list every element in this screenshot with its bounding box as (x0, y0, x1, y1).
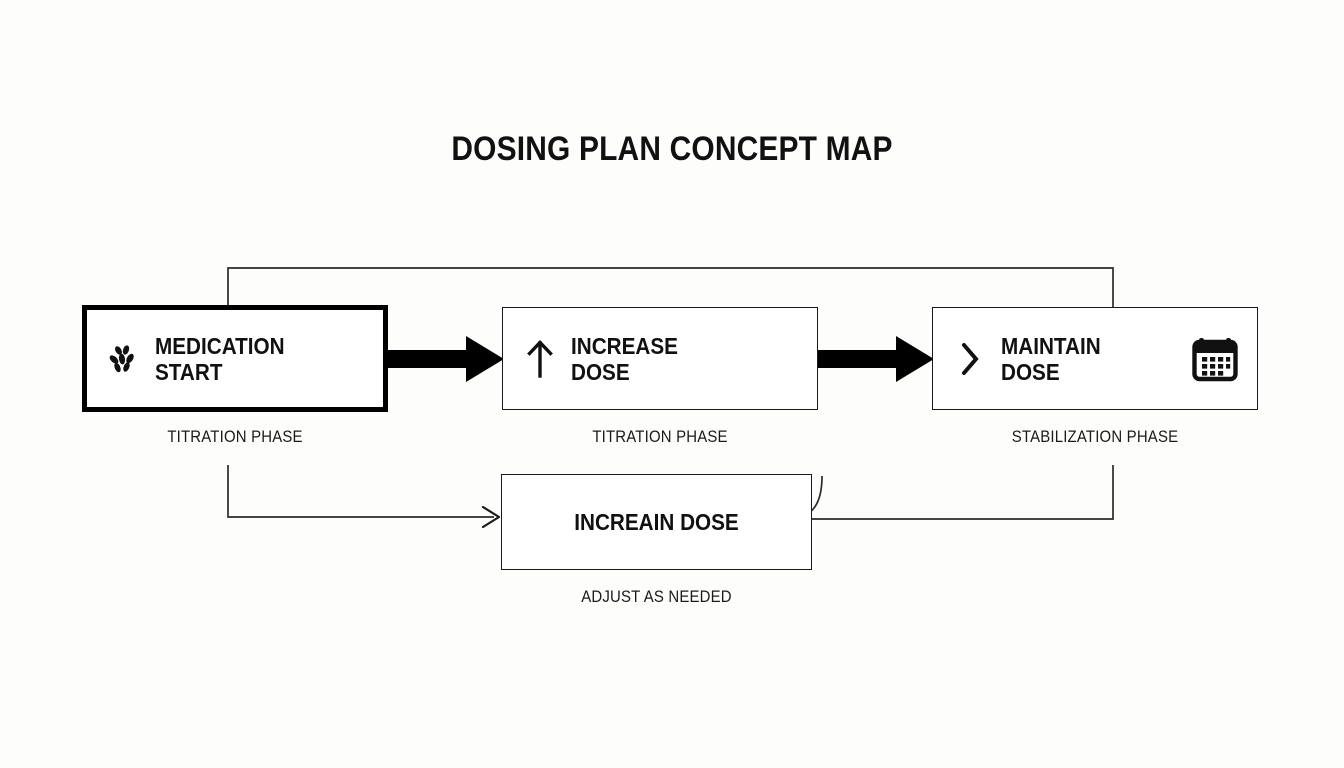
connector-increase-dose-to-maintain-dose (818, 336, 934, 382)
chevron-right-icon (949, 337, 991, 381)
node-maintain-dose-label: MAINTAIN DOSE (1001, 332, 1101, 385)
node-increase-dose-content: INCREASE DOSE (503, 308, 817, 409)
node-increain-dose-label: INCREAIN DOSE (574, 509, 739, 535)
node-maintain-dose[interactable]: MAINTAIN DOSE (932, 307, 1258, 410)
node-maintain-dose-content: MAINTAIN DOSE (933, 308, 1257, 409)
page-title: DOSING PLAN CONCEPT MAP (451, 130, 893, 168)
connector-medication-start-to-increase-dose (386, 336, 504, 382)
sprig-icon (103, 337, 145, 381)
node-medication-start-label: MEDICATION START (155, 332, 285, 385)
node-increain-dose-content: INCREAIN DOSE (502, 475, 811, 569)
caption-increase-dose: TITRATION PHASE (592, 427, 728, 446)
connector-medication-start-to-increain-dose (227, 465, 501, 529)
arrow-up-icon (519, 337, 561, 381)
caption-medication-start: TITRATION PHASE (167, 427, 303, 446)
calendar-icon (1189, 334, 1241, 384)
node-medication-start-content: MEDICATION START (87, 310, 383, 407)
node-increain-dose[interactable]: INCREAIN DOSE (501, 474, 812, 570)
node-increase-dose[interactable]: INCREASE DOSE (502, 307, 818, 410)
caption-maintain-dose: STABILIZATION PHASE (1011, 427, 1179, 446)
connector-increain-dose-to-maintain-dose (794, 465, 1114, 520)
connector-maintain-dose-feedback-to-medication-start (227, 267, 1114, 307)
caption-increain-dose: ADJUST AS NEEDED (581, 587, 732, 606)
node-medication-start[interactable]: MEDICATION START (82, 305, 388, 412)
node-increase-dose-label: INCREASE DOSE (571, 332, 678, 385)
